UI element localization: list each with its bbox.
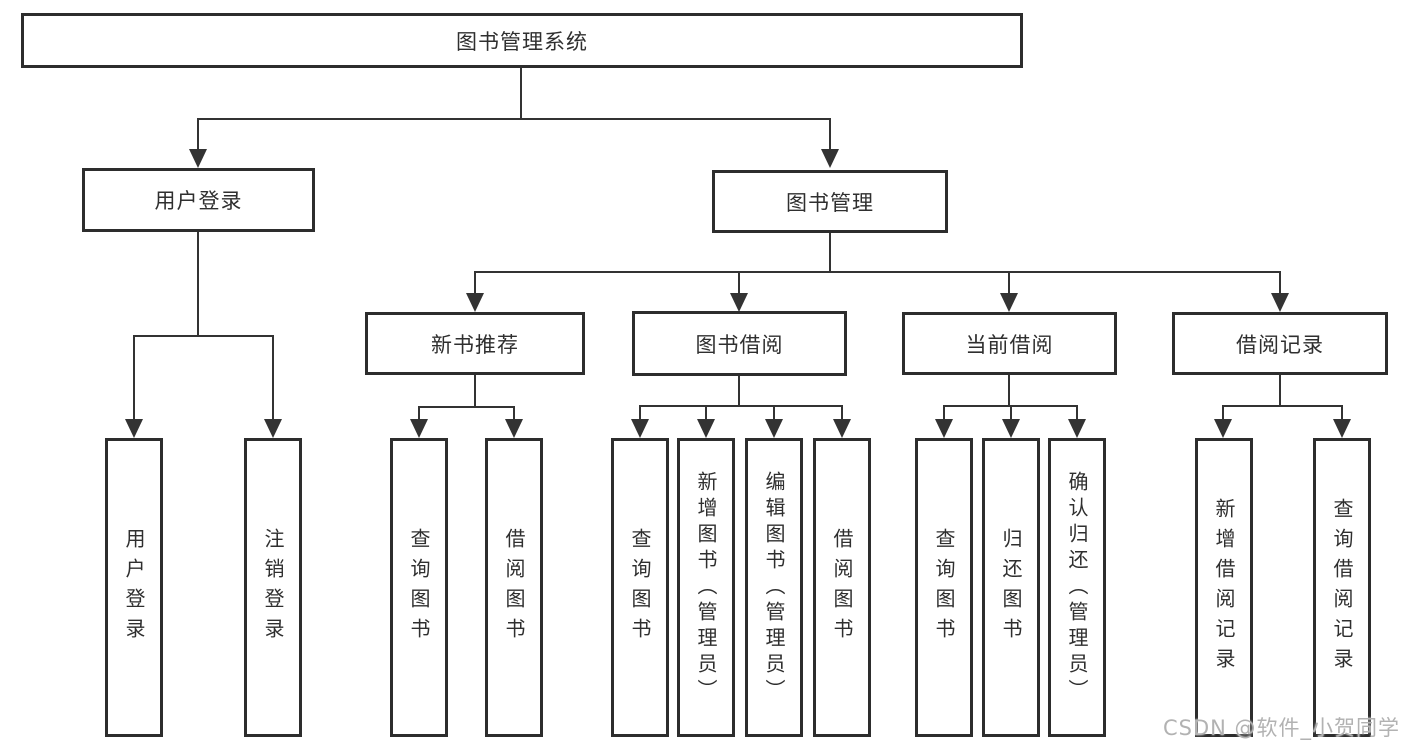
csdn-watermark: CSDN @软件_小贺同学 xyxy=(1163,716,1401,740)
leaf-add-book-admin: 新增图书（管理员） xyxy=(677,438,735,737)
connector-leaf-drop xyxy=(841,405,843,421)
node-book-management-label: 图书管理 xyxy=(786,190,874,215)
connector-user-login-drop xyxy=(197,118,199,153)
arrow-down-icon xyxy=(935,419,953,438)
connector-new-book-stem xyxy=(474,375,476,408)
node-borrowing-records-label: 借阅记录 xyxy=(1236,332,1324,357)
connector-leaf-drop xyxy=(1076,405,1078,421)
connector-user-login-stem xyxy=(197,232,199,337)
leaf-label: 查询图书 xyxy=(932,527,956,648)
node-book-borrowing-label: 图书借阅 xyxy=(695,332,784,357)
node-user-login: 用户登录 xyxy=(82,168,315,232)
connector-level2-drop xyxy=(738,271,740,295)
connector-book-borrowing-hbar xyxy=(639,405,843,407)
leaf-label: 归还图书 xyxy=(999,527,1023,648)
arrow-down-icon xyxy=(1002,419,1020,438)
connector-leaf-drop xyxy=(943,405,945,421)
arrow-down-icon xyxy=(765,419,783,438)
node-borrowing-records: 借阅记录 xyxy=(1172,312,1388,375)
leaf-borrow-book-borrowing: 借阅图书 xyxy=(813,438,871,737)
arrow-down-icon xyxy=(505,419,523,438)
arrow-down-icon xyxy=(1068,419,1086,438)
arrow-down-icon xyxy=(125,419,143,438)
leaf-logout: 注销登录 xyxy=(244,438,302,737)
connector-book-mgmt-drop xyxy=(829,118,831,153)
connector-root-stem xyxy=(520,68,522,119)
node-root-label: 图书管理系统 xyxy=(456,29,588,54)
leaf-borrow-book-newbook: 借阅图书 xyxy=(485,438,543,737)
node-book-borrowing: 图书借阅 xyxy=(632,311,847,376)
node-root: 图书管理系统 xyxy=(21,13,1023,68)
connector-leaf-drop xyxy=(1010,405,1012,421)
connector-leaf-drop xyxy=(272,335,274,421)
arrow-down-icon xyxy=(697,419,715,438)
leaf-edit-book-admin: 编辑图书（管理员） xyxy=(745,438,803,737)
connector-leaf-drop xyxy=(639,405,641,421)
connector-level2-hbar xyxy=(474,271,1281,273)
node-new-book-recommend-label: 新书推荐 xyxy=(431,332,519,357)
connector-level2-drop xyxy=(474,271,476,295)
arrow-down-icon xyxy=(821,149,839,168)
arrow-down-icon xyxy=(1214,419,1232,438)
leaf-label: 新增借阅记录 xyxy=(1212,497,1236,678)
leaf-label: 查询图书 xyxy=(628,527,652,648)
connector-book-borrowing-stem xyxy=(738,376,740,407)
connector-leaf-drop xyxy=(133,335,135,421)
leaf-label: 新增图书（管理员） xyxy=(694,470,718,705)
connector-current-borrowing-stem xyxy=(1008,375,1010,407)
connector-borrowing-records-stem xyxy=(1279,375,1281,407)
connector-user-login-hbar xyxy=(133,335,274,337)
leaf-user-login: 用户登录 xyxy=(105,438,163,737)
node-user-login-label: 用户登录 xyxy=(154,189,243,213)
node-book-management: 图书管理 xyxy=(712,170,948,233)
leaf-label: 用户登录 xyxy=(122,527,146,648)
leaf-label: 编辑图书（管理员） xyxy=(762,470,786,705)
connector-leaf-drop xyxy=(1341,405,1343,421)
node-current-borrowing: 当前借阅 xyxy=(902,312,1117,375)
arrow-down-icon xyxy=(264,419,282,438)
arrow-down-icon xyxy=(189,149,207,168)
leaf-return-book: 归还图书 xyxy=(982,438,1040,737)
arrow-down-icon xyxy=(1000,293,1018,312)
leaf-query-book-newbook: 查询图书 xyxy=(390,438,448,737)
connector-leaf-drop xyxy=(1222,405,1224,421)
connector-leaf-drop xyxy=(773,405,775,421)
leaf-add-borrow-record: 新增借阅记录 xyxy=(1195,438,1253,737)
connector-level2-drop xyxy=(1008,271,1010,295)
node-new-book-recommend: 新书推荐 xyxy=(365,312,585,375)
arrow-down-icon xyxy=(1333,419,1351,438)
node-current-borrowing-label: 当前借阅 xyxy=(965,332,1054,357)
leaf-label: 确认归还（管理员） xyxy=(1065,470,1089,705)
connector-leaf-drop xyxy=(705,405,707,421)
leaf-label: 查询图书 xyxy=(407,527,431,648)
arrow-down-icon xyxy=(1271,293,1289,312)
leaf-label: 借阅图书 xyxy=(502,527,526,648)
leaf-query-borrow-record: 查询借阅记录 xyxy=(1313,438,1371,737)
connector-leaf-drop xyxy=(513,406,515,421)
arrow-down-icon xyxy=(631,419,649,438)
connector-new-book-hbar xyxy=(418,406,515,408)
connector-level2-drop xyxy=(1279,271,1281,295)
arrow-down-icon xyxy=(833,419,851,438)
arrow-down-icon xyxy=(410,419,428,438)
connector-leaf-drop xyxy=(418,406,420,421)
leaf-label: 注销登录 xyxy=(261,527,285,648)
arrow-down-icon xyxy=(466,293,484,312)
leaf-query-book-current: 查询图书 xyxy=(915,438,973,737)
connector-borrowing-records-hbar xyxy=(1222,405,1343,407)
leaf-confirm-return-admin: 确认归还（管理员） xyxy=(1048,438,1106,737)
leaf-label: 借阅图书 xyxy=(830,527,854,648)
leaf-label: 查询借阅记录 xyxy=(1330,497,1354,678)
arrow-down-icon xyxy=(730,293,748,312)
leaf-query-book-borrowing: 查询图书 xyxy=(611,438,669,737)
connector-root-hbar xyxy=(197,118,831,120)
connector-book-mgmt-stem xyxy=(829,233,831,273)
